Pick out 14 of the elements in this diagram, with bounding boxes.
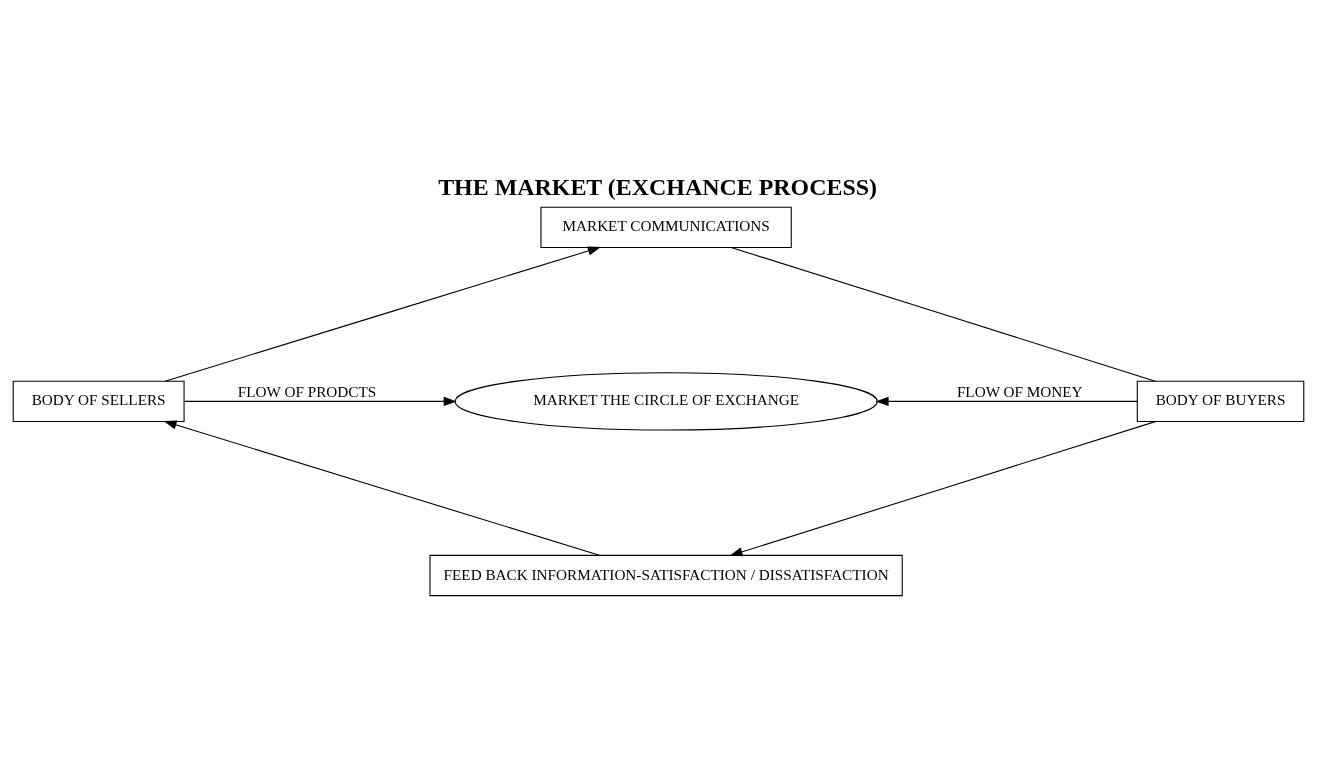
arrow	[183, 396, 457, 406]
arrow	[163, 420, 600, 556]
edge-label: FLOW OF PRODCTS	[237, 383, 377, 401]
node-box: BODY OF BUYERS	[1136, 380, 1305, 423]
node-box: FEED BACK INFORMATION-SATISFACTION / DISSATISFACTION	[429, 554, 903, 597]
node-box: BODY OF SELLERS	[12, 380, 185, 423]
diagram-title: THE MARKET (EXCHANCE PROCESS)	[438, 173, 877, 200]
node-ellipse: MARKET THE CIRCLE OF EXCHANGE	[454, 372, 878, 431]
arrow	[164, 246, 601, 382]
node-box: MARKET COMMUNICATIONS	[540, 206, 792, 248]
arrow	[729, 421, 1156, 557]
connector	[730, 246, 1156, 382]
edge-label: FLOW OF MONEY	[956, 383, 1083, 401]
arrow	[875, 396, 1138, 406]
